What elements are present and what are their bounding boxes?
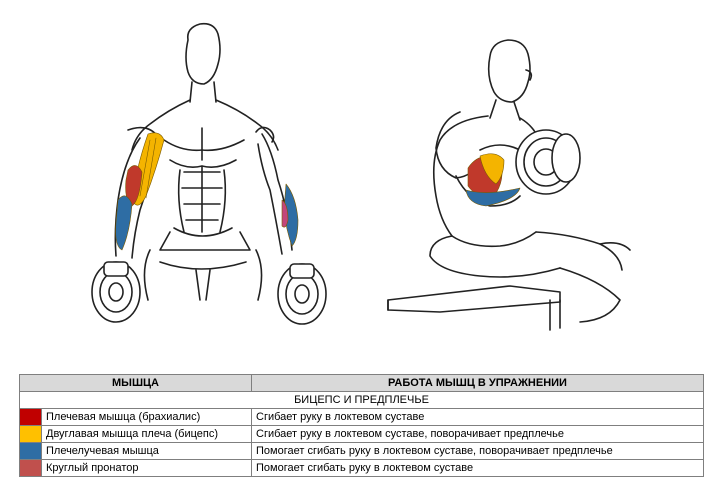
- section-row: БИЦЕПС И ПРЕДПЛЕЧЬЕ: [19, 391, 704, 409]
- muscle-name: Круглый пронатор: [41, 459, 252, 477]
- table-header-row: МЫШЦА РАБОТА МЫШЦ В УПРАЖНЕНИИ: [19, 374, 704, 392]
- table-row: Плечевая мышца (брахиалис) Сгибает руку …: [19, 408, 704, 426]
- table-row: Двуглавая мышца плеча (бицепс) Сгибает р…: [19, 425, 704, 443]
- muscle-work: Сгибает руку в локтевом суставе, поворач…: [251, 425, 704, 443]
- muscle-work-table: МЫШЦА РАБОТА МЫШЦ В УПРАЖНЕНИИ БИЦЕПС И …: [19, 374, 704, 477]
- front-view-figure: [114, 22, 293, 301]
- table-row: Плечелучевая мышца Помогает сгибать руку…: [19, 442, 704, 460]
- muscle-work: Помогает сгибать руку в локтевом суставе…: [251, 442, 704, 460]
- table-row: Круглый пронатор Помогает сгибать руку в…: [19, 459, 704, 477]
- color-swatch: [19, 459, 42, 477]
- muscle-name: Двуглавая мышца плеча (бицепс): [41, 425, 252, 443]
- exercise-illustration: [91, 22, 631, 331]
- header-work: РАБОТА МЫШЦ В УПРАЖНЕНИИ: [251, 374, 704, 392]
- muscle-name: Плечевая мышца (брахиалис): [41, 408, 252, 426]
- front-muscles: [115, 132, 299, 251]
- muscle-work: Помогает сгибать руку в локтевом суставе: [251, 459, 704, 477]
- color-swatch: [19, 442, 42, 460]
- front-dumbbells: [91, 261, 327, 325]
- side-dumbbell: [515, 129, 581, 195]
- color-swatch: [19, 425, 42, 443]
- side-muscles: [465, 153, 521, 207]
- section-title: БИЦЕПС И ПРЕДПЛЕЧЬЕ: [19, 391, 704, 409]
- side-view-figure: [387, 39, 631, 331]
- muscle-work: Сгибает руку в локтевом суставе: [251, 408, 704, 426]
- color-swatch: [19, 408, 42, 426]
- header-muscle: МЫШЦА: [19, 374, 252, 392]
- muscle-name: Плечелучевая мышца: [41, 442, 252, 460]
